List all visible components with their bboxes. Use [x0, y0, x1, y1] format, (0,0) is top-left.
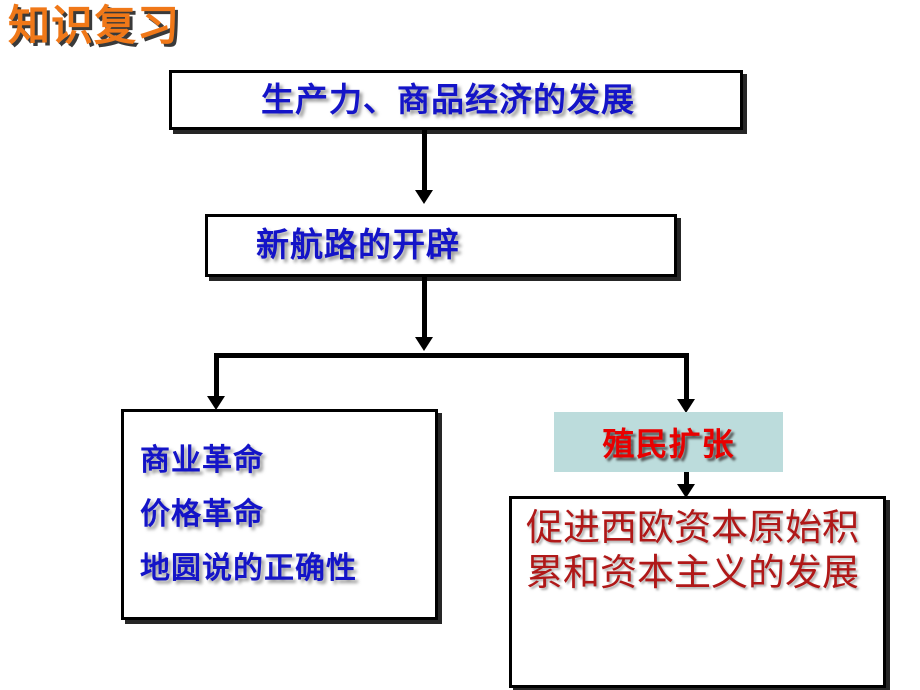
connector-colonial-to-accumulation-arrowhead	[677, 484, 695, 498]
connector-production-to-new-route-arrowhead	[415, 190, 433, 204]
connector-split-to-results-arrowhead	[207, 396, 225, 410]
node-capital-accumulation-label: 促进西欧资本原始积累和资本主义的发展	[526, 506, 859, 595]
page-title: 知识复习	[8, 1, 181, 50]
connector-colonial-to-accumulation-line	[684, 472, 689, 488]
node-colonial-expansion[interactable]: 殖民扩张	[554, 412, 783, 472]
connector-split-to-colonial-arrowhead	[677, 399, 695, 413]
connector-production-to-new-route-line	[422, 130, 427, 192]
node-capital-accumulation-outcome[interactable]: 促进西欧资本原始积累和资本主义的发展	[509, 496, 886, 688]
node-colonial-expansion-label: 殖民扩张	[602, 425, 735, 463]
node-results-line-3: 地圆说的正确性	[140, 550, 357, 586]
connector-split-bar	[214, 353, 689, 358]
node-new-sea-routes-label: 新航路的开辟	[256, 225, 460, 265]
connector-split-to-results-line	[214, 353, 219, 399]
connector-new-route-to-split-arrowhead	[415, 337, 433, 351]
node-new-sea-routes[interactable]: 新航路的开辟	[205, 214, 677, 277]
node-production-label: 生产力、商品经济的发展	[261, 79, 635, 119]
node-results-line-1: 商业革命	[140, 442, 264, 478]
node-production-commodity-economy[interactable]: 生产力、商品经济的发展	[169, 70, 743, 130]
connector-new-route-to-split-line	[422, 277, 427, 339]
connector-split-to-colonial-line	[684, 353, 689, 403]
node-results-line-2: 价格革命	[140, 496, 264, 532]
node-commercial-revolution-results[interactable]: 商业革命 价格革命 地圆说的正确性	[121, 409, 438, 620]
